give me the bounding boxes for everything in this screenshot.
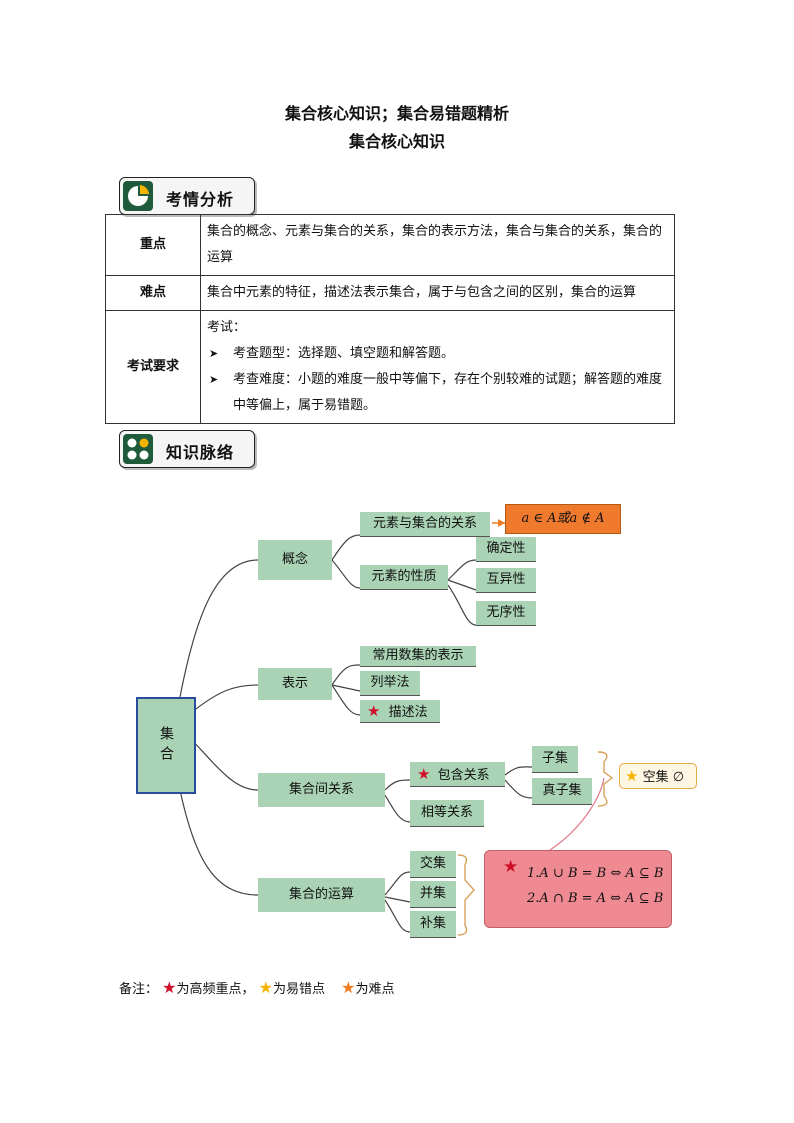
arrow-bullet-icon: ➤ bbox=[209, 373, 219, 386]
root-node: 集合 bbox=[136, 697, 196, 794]
table-row: 重点 集合的概念、元素与集合的关系，集合的表示方法，集合与集合的关系，集合的运算 bbox=[105, 214, 675, 276]
node-description: ★ 描述法 bbox=[360, 700, 440, 723]
row-key: 难点 bbox=[105, 275, 201, 311]
node-complement: 补集 bbox=[410, 911, 456, 938]
yellow-star-icon: ★ bbox=[258, 978, 273, 997]
section-header-map: 知识脉络 bbox=[119, 430, 255, 468]
node-inclusion-label: 包含关系 bbox=[437, 768, 490, 783]
yellow-star-icon: ★ bbox=[625, 767, 639, 785]
node-distinctness: 互异性 bbox=[476, 568, 536, 593]
node-common-sets: 常用数集的表示 bbox=[360, 646, 476, 667]
legend-prefix: 备注： bbox=[119, 982, 159, 997]
formula-line: 2.A ∩ B = A ⇔ A ⊆ B bbox=[527, 891, 664, 906]
relation-note: a ∈ A或a ∉ A bbox=[505, 504, 621, 534]
node-listing: 列举法 bbox=[360, 671, 420, 696]
legend-red-label: 为高频重点， bbox=[176, 982, 255, 997]
section-header-analysis: 考情分析 bbox=[119, 177, 255, 215]
node-concept: 概念 bbox=[258, 540, 332, 580]
legend-yellow-label: 为易错点 bbox=[273, 982, 326, 997]
section-label: 考情分析 bbox=[166, 190, 235, 209]
node-definiteness: 确定性 bbox=[476, 537, 536, 562]
node-set-operations: 集合的运算 bbox=[258, 878, 385, 912]
node-proper-subset: 真子集 bbox=[532, 778, 592, 805]
legend-orange-label: 为难点 bbox=[355, 982, 395, 997]
orange-star-icon: ★ bbox=[341, 978, 356, 997]
node-element-relation: 元素与集合的关系 bbox=[360, 512, 490, 537]
red-star-icon: ★ bbox=[503, 857, 519, 877]
row-value: 集合的概念、元素与集合的关系，集合的表示方法，集合与集合的关系，集合的运算 bbox=[200, 214, 675, 276]
formula-line: 1.A ∪ B = B ⇔ A ⊆ B bbox=[527, 866, 664, 881]
node-union: 并集 bbox=[410, 881, 456, 908]
list-item-text: 考查题型：选择题、填空题和解答题。 bbox=[233, 346, 455, 361]
node-description-label: 描述法 bbox=[388, 705, 428, 720]
node-unordered: 无序性 bbox=[476, 601, 536, 626]
page-subtitle: 集合核心知识 bbox=[348, 132, 445, 151]
node-subset: 子集 bbox=[532, 746, 578, 773]
table-row: 难点 集合中元素的特征，描述法表示集合，属于与包含之间的区别，集合的运算 bbox=[105, 275, 675, 311]
node-set-relations: 集合间关系 bbox=[258, 773, 385, 807]
table-row: 考试要求 考试： ➤ 考查题型：选择题、填空题和解答题。 ➤ 考查难度：小题的难度一… bbox=[105, 310, 675, 424]
node-element-property: 元素的性质 bbox=[360, 565, 448, 590]
pie-chart-icon bbox=[123, 181, 153, 211]
row-value: 集合中元素的特征，描述法表示集合，属于与包含之间的区别，集合的运算 bbox=[200, 275, 675, 311]
node-inclusion: ★ 包含关系 bbox=[410, 762, 505, 787]
node-intersection: 交集 bbox=[410, 851, 456, 878]
exam-intro: 考试： bbox=[207, 320, 247, 335]
dots-icon bbox=[123, 434, 153, 464]
row-value: 考试： ➤ 考查题型：选择题、填空题和解答题。 ➤ 考查难度：小题的难度一般中等偏下… bbox=[200, 310, 675, 424]
arrow-bullet-icon: ➤ bbox=[209, 347, 219, 360]
formula-box: ★ 1.A ∪ B = B ⇔ A ⊆ B 2.A ∩ B = A ⇔ A ⊆ … bbox=[484, 850, 672, 928]
node-equality: 相等关系 bbox=[410, 800, 484, 827]
red-star-icon: ★ bbox=[417, 765, 431, 783]
red-star-icon: ★ bbox=[162, 978, 177, 997]
list-item: ➤ 考查难度：小题的难度一般中等偏下，存在个别较难的试题；解答题的难度中等偏上，属… bbox=[207, 367, 668, 419]
analysis-table: 重点 集合的概念、元素与集合的关系，集合的表示方法，集合与集合的关系，集合的运算… bbox=[105, 214, 675, 424]
empty-set-note: ★ 空集 ∅ bbox=[619, 763, 697, 789]
page-title: 集合核心知识；集合易错题精析 bbox=[284, 104, 509, 123]
red-star-icon: ★ bbox=[367, 702, 381, 720]
list-item: ➤ 考查题型：选择题、填空题和解答题。 bbox=[207, 341, 668, 367]
row-key: 考试要求 bbox=[105, 310, 201, 424]
empty-set-label: 空集 ∅ bbox=[642, 770, 685, 785]
legend-note: 备注： ★为高频重点， ★为易错点 ★为难点 bbox=[119, 978, 395, 997]
node-representation: 表示 bbox=[258, 668, 332, 700]
section-label: 知识脉络 bbox=[166, 443, 235, 462]
list-item-text: 考查难度：小题的难度一般中等偏下，存在个别较难的试题；解答题的难度中等偏上，属于… bbox=[233, 372, 663, 413]
